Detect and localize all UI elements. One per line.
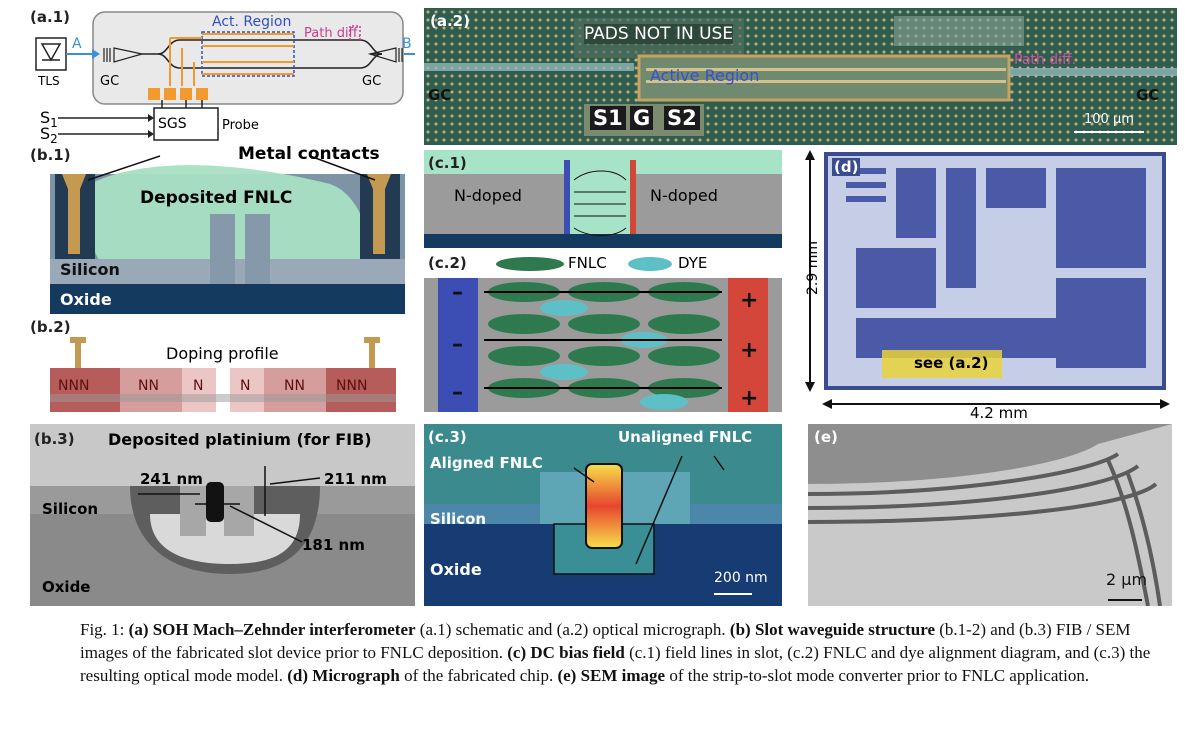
- caption-e-text: of the strip-to-slot mode converter prio…: [665, 666, 1090, 685]
- s2-pad-label: S2: [664, 106, 700, 130]
- panel-d-chip-micrograph: (d) see (a.2) 2.9 mm 4.2 mm: [796, 148, 1180, 418]
- mzi-schematic-diagram: [35, 11, 415, 141]
- caption-c-title: (c) DC bias field: [507, 643, 625, 662]
- path-diff-label-a2: Path diff.: [1014, 52, 1077, 68]
- metal-contacts-label: Metal contacts: [238, 144, 380, 164]
- panel-c2-fnlc-alignment: (c.2) FNLC DYE – – – + + +: [424, 252, 782, 412]
- panel-c1-field-lines: (c.1) N-doped N-doped: [424, 150, 782, 248]
- panel-d-tag: (d): [832, 158, 861, 176]
- sgs-label: SGS: [158, 116, 187, 132]
- scale-bar-label-c3: 200 nm: [714, 570, 768, 586]
- fnlc-legend-label: FNLC: [568, 254, 607, 272]
- slot-field-lines-diagram: [424, 150, 782, 248]
- minus-sign-1: –: [452, 280, 463, 305]
- doping-profile-title: Doping profile: [166, 344, 279, 363]
- chip-width-label: 4.2 mm: [970, 404, 1028, 418]
- panel-b2-doping-profile: (b.2) Doping profile NNN NN N N NN NNN: [30, 316, 415, 416]
- dimension-241nm-label: 241 nm: [140, 470, 203, 488]
- panel-c3-tag: (c.3): [428, 428, 467, 446]
- g-pad-label: G: [630, 106, 654, 130]
- port-b-label: B: [402, 36, 412, 52]
- s1-pad-label: S1: [590, 106, 626, 130]
- panel-e-sem-mode-converter: (e) 2 μm: [808, 424, 1172, 606]
- caption-fig-label: Fig. 1:: [80, 620, 129, 639]
- scale-bar-label-a2: 100 μm: [1084, 112, 1134, 127]
- probe-label: Probe: [222, 118, 259, 133]
- gc-right-label: GC: [362, 74, 382, 89]
- tls-label: TLS: [38, 74, 60, 88]
- see-a2-label: see (a.2): [914, 354, 989, 372]
- dye-legend-label: DYE: [678, 254, 708, 272]
- act-region-label: Act. Region: [212, 14, 292, 30]
- minus-sign-3: –: [452, 380, 463, 405]
- panel-b1-cross-section: (b.1) Metal contacts Deposited FNLC Sili…: [30, 144, 415, 314]
- unaligned-fnlc-label: Unaligned FNLC: [618, 428, 753, 446]
- dimension-181nm-label: 181 nm: [302, 536, 365, 554]
- doping-nnn-right: NNN: [336, 378, 368, 394]
- optical-mode-model-image: [424, 424, 782, 606]
- gc-right-label-a2: GC: [1136, 86, 1160, 104]
- slot-waveguide-3d-diagram: [50, 155, 405, 314]
- plus-sign-1: +: [740, 288, 759, 313]
- doping-profile-diagram: [30, 337, 415, 412]
- doping-n-left: N: [193, 378, 204, 394]
- minus-sign-2: –: [452, 332, 463, 357]
- figure-caption: Fig. 1: (a) SOH Mach–Zehnder interferome…: [80, 618, 1180, 687]
- n-doped-right-label: N-doped: [650, 186, 718, 205]
- doping-nn-left: NN: [138, 378, 159, 394]
- pads-not-in-use-label: PADS NOT IN USE: [584, 24, 734, 44]
- caption-e-title: (e) SEM image: [557, 666, 666, 685]
- aligned-fnlc-label: Aligned FNLC: [430, 454, 543, 472]
- caption-d-text: of the fabricated chip.: [399, 666, 558, 685]
- silicon-label-c3: Silicon: [430, 510, 487, 528]
- n-doped-left-label: N-doped: [454, 186, 522, 205]
- chip-micrograph-image: [805, 150, 1170, 409]
- oxide-label-b3: Oxide: [42, 578, 91, 596]
- deposited-platinium-label: Deposited platinium (for FIB): [108, 430, 372, 449]
- caption-a-title: (a) SOH Mach–Zehnder interferometer: [128, 620, 416, 639]
- doping-nn-right: NN: [284, 378, 305, 394]
- panel-e-tag: (e): [814, 428, 838, 446]
- panel-b3-sem: (b.3) Deposited platinium (for FIB) 241 …: [30, 424, 415, 606]
- panel-a1-schematic: (a.1) TLS GC GC Act. Region Path diff. A…: [30, 8, 415, 148]
- s1-label: S1: [40, 108, 58, 131]
- active-region-label: Active Region: [650, 66, 760, 85]
- panel-c3-mode-model: (c.3) Aligned FNLC Unaligned FNLC Silico…: [424, 424, 782, 606]
- mode-converter-sem-image: [808, 424, 1172, 606]
- dimension-211nm-label: 211 nm: [324, 470, 387, 488]
- doping-n-right: N: [240, 378, 251, 394]
- plus-sign-3: +: [740, 386, 759, 411]
- port-a-label: A: [72, 36, 82, 52]
- panel-a1-tag: (a.1): [30, 8, 70, 26]
- panel-a2-tag: (a.2): [430, 12, 470, 30]
- fnlc-dye-alignment-diagram: [424, 257, 782, 412]
- panel-b2-tag: (b.2): [30, 318, 71, 336]
- caption-b-title: (b) Slot waveguide structure: [729, 620, 936, 639]
- s2-label: S2: [40, 124, 58, 147]
- panel-c1-tag: (c.1): [428, 154, 467, 172]
- panel-b1-tag: (b.1): [30, 146, 71, 164]
- caption-b-text: (b.1-2) and (b.3) FIB / SEM images of th…: [80, 620, 1131, 662]
- path-diff-label: Path diff.: [304, 26, 362, 41]
- silicon-label-b3: Silicon: [42, 500, 99, 518]
- caption-a-text: (a.1) schematic and (a.2) optical microg…: [415, 620, 730, 639]
- gc-left-label-a2: GC: [428, 86, 452, 104]
- scale-bar-label-e: 2 μm: [1106, 570, 1148, 589]
- panel-c2-tag: (c.2): [428, 254, 467, 272]
- oxide-label-c3: Oxide: [430, 560, 482, 579]
- plus-sign-2: +: [740, 338, 759, 363]
- doping-nnn-left: NNN: [58, 378, 90, 394]
- deposited-fnlc-label: Deposited FNLC: [140, 188, 293, 208]
- oxide-label-b1: Oxide: [60, 290, 112, 309]
- gc-left-label: GC: [100, 74, 120, 89]
- silicon-label-b1: Silicon: [60, 260, 120, 279]
- micrograph-texture: [424, 8, 1177, 145]
- chip-height-label: 2.9 mm: [805, 241, 821, 295]
- caption-c-text: (c.1) field lines in slot, (c.2) FNLC an…: [80, 643, 1151, 685]
- caption-d-title: (d) Micrograph: [287, 666, 400, 685]
- panel-b3-tag: (b.3): [34, 430, 75, 448]
- fib-sem-image: [30, 424, 415, 606]
- panel-a2-micrograph: (a.2) PADS NOT IN USE Active Region Path…: [424, 8, 1177, 145]
